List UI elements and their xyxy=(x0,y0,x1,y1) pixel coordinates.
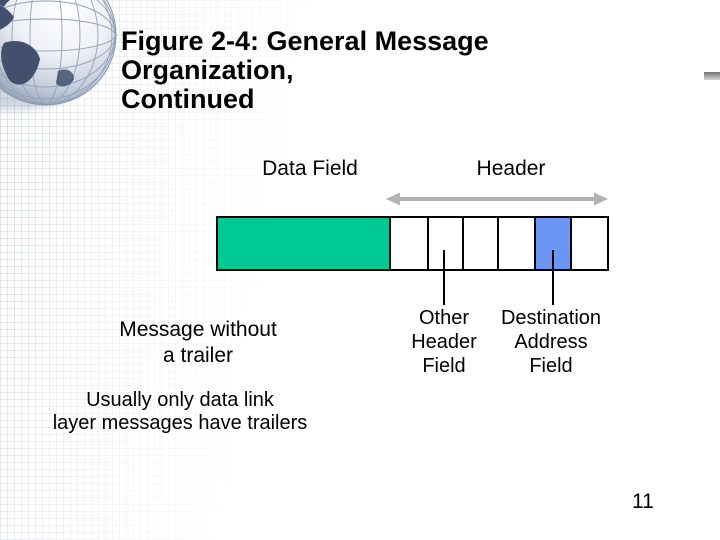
destination-leader-line xyxy=(552,250,554,305)
destination-address-field-caption: Destination Address Field xyxy=(500,307,602,377)
globe-continents xyxy=(0,0,74,87)
right-edge-dash xyxy=(704,72,720,80)
header-field-box xyxy=(570,216,609,271)
message-without-trailer-caption: Message without a trailer xyxy=(119,318,277,367)
header-field-box xyxy=(389,216,429,271)
header-field-box xyxy=(462,216,499,271)
arrowhead-left-icon xyxy=(386,192,400,206)
globe-grid-lines xyxy=(0,0,116,105)
other-header-field-box xyxy=(427,216,464,271)
arrowhead-right-icon xyxy=(594,192,608,206)
page-number: 11 xyxy=(632,490,654,513)
globe-rim xyxy=(0,0,117,106)
slide-title: Figure 2-4: General Message Organization… xyxy=(121,26,489,114)
globe-logo-image xyxy=(0,0,117,110)
header-label: Header xyxy=(476,157,546,180)
message-box-row xyxy=(216,216,609,271)
data-field-box xyxy=(216,216,391,271)
data-field-label: Data Field xyxy=(262,157,358,180)
header-field-box xyxy=(497,216,536,271)
trailer-note: Usually only data link layer messages ha… xyxy=(52,389,308,434)
other-header-leader-line xyxy=(443,250,445,305)
other-header-field-caption: Other Header Field xyxy=(411,307,477,377)
header-span-arrow xyxy=(386,192,608,206)
